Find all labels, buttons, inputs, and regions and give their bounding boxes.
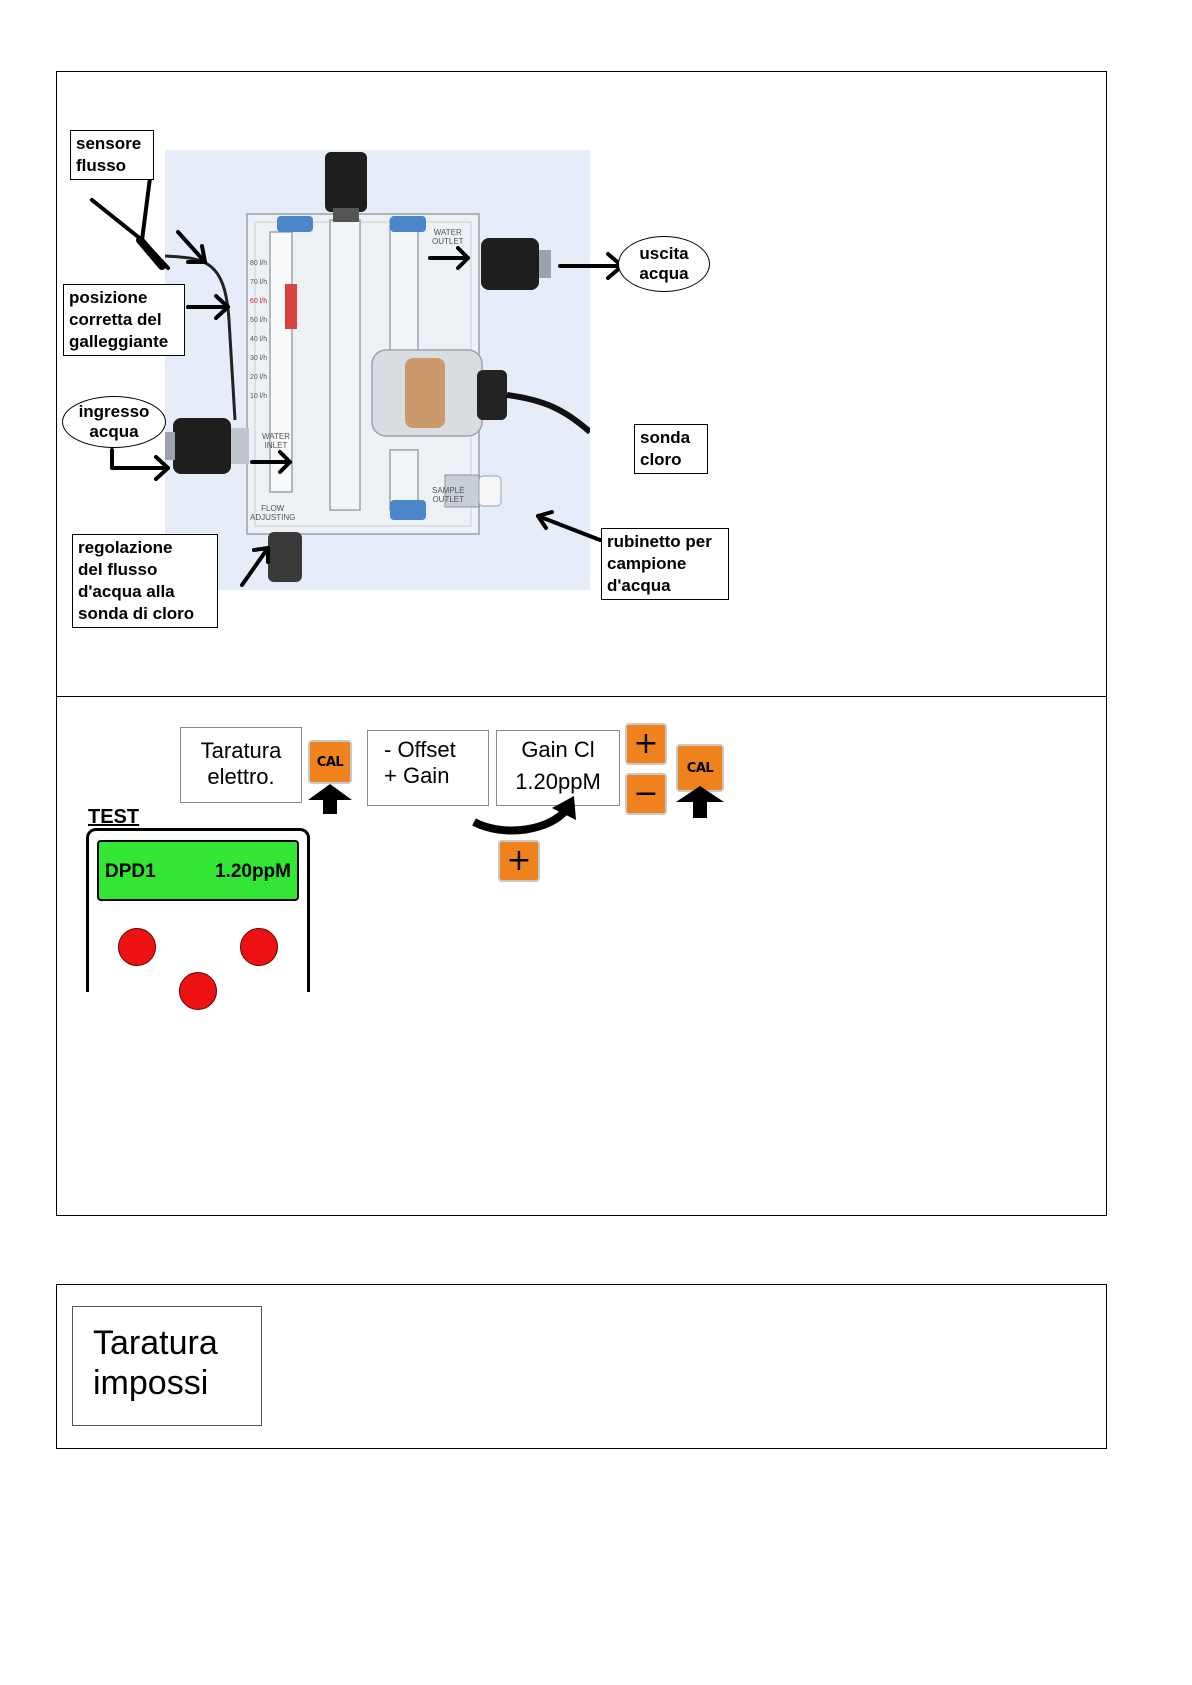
calibration-section-frame — [56, 696, 1107, 1216]
scale-tick-label: 30 l/h — [250, 355, 268, 362]
menu-gain-cl-title: Gain Cl — [521, 737, 595, 762]
bottom-section-frame — [56, 1284, 1107, 1449]
menu-offset-gain: - Offset + Gain — [367, 730, 489, 806]
minus-icon: − — [633, 776, 659, 811]
scale-tick-label: 60 l/h — [250, 298, 268, 305]
scale-tick-label: 40 l/h — [250, 336, 268, 343]
cal-button-1[interactable]: CAL — [308, 740, 352, 784]
label-chlorine-probe: sonda cloro — [634, 424, 708, 474]
plus-icon: + — [506, 843, 532, 878]
center-key[interactable] — [179, 972, 217, 1010]
scale-tick-label: 10 l/h — [250, 393, 268, 400]
plus-icon: + — [633, 726, 659, 761]
flow-cell-illustration — [165, 150, 590, 590]
cal-button-label: CAL — [686, 760, 714, 776]
menu-taratura-elettro: Taratura elettro. — [180, 727, 302, 803]
menu-gain-cl-value: 1.20ppM — [515, 769, 601, 794]
scale-tick-label: 70 l/h — [250, 279, 268, 286]
calibration-arrows — [308, 784, 724, 835]
device-print-sample-outlet: SAMPLE OUTLET — [432, 486, 465, 504]
lcd-mode: DPD1 — [105, 861, 156, 882]
device-print-flow-adjusting: FLOW ADJUSTING — [250, 504, 296, 522]
scale-tick-label: 20 l/h — [250, 374, 268, 381]
test-label: TEST — [88, 806, 140, 828]
lcd-value: 1.20ppM — [214, 861, 291, 882]
rotameter-scale: 80 l/h 70 l/h 60 l/h 50 l/h 40 l/h 30 l/… — [250, 260, 267, 412]
label-water-outlet: uscita acqua — [618, 236, 710, 292]
lcd-display: DPD1 1.20ppM — [97, 840, 299, 901]
label-water-inlet: ingresso acqua — [62, 396, 166, 448]
label-sample-tap: rubinetto per campione d'acqua — [601, 528, 729, 600]
left-key[interactable] — [118, 928, 156, 966]
plus-button[interactable]: + — [625, 723, 667, 765]
device-print-water-outlet: WATER OUTLET — [432, 228, 464, 246]
right-key[interactable] — [240, 928, 278, 966]
scale-tick-label: 80 l/h — [250, 260, 268, 267]
label-flow-regulation: regolazione del flusso d'acqua alla sond… — [72, 534, 218, 628]
cal-button-label: CAL — [316, 754, 344, 770]
plus-button-lower[interactable]: + — [498, 840, 540, 882]
menu-taratura-impossi: Taratura impossi — [72, 1306, 262, 1426]
cal-button-2[interactable]: CAL — [676, 744, 724, 792]
label-float-position: posizione corretta del galleggiante — [63, 284, 185, 356]
label-flow-sensor: sensore flusso — [70, 130, 154, 180]
test-device-body — [86, 828, 310, 992]
minus-button[interactable]: − — [625, 773, 667, 815]
annotation-arrows — [90, 176, 624, 587]
menu-gain-cl: Gain Cl 1.20ppM — [496, 730, 620, 806]
scale-tick-label: 50 l/h — [250, 317, 268, 324]
device-print-water-inlet: WATER INLET — [262, 432, 290, 450]
